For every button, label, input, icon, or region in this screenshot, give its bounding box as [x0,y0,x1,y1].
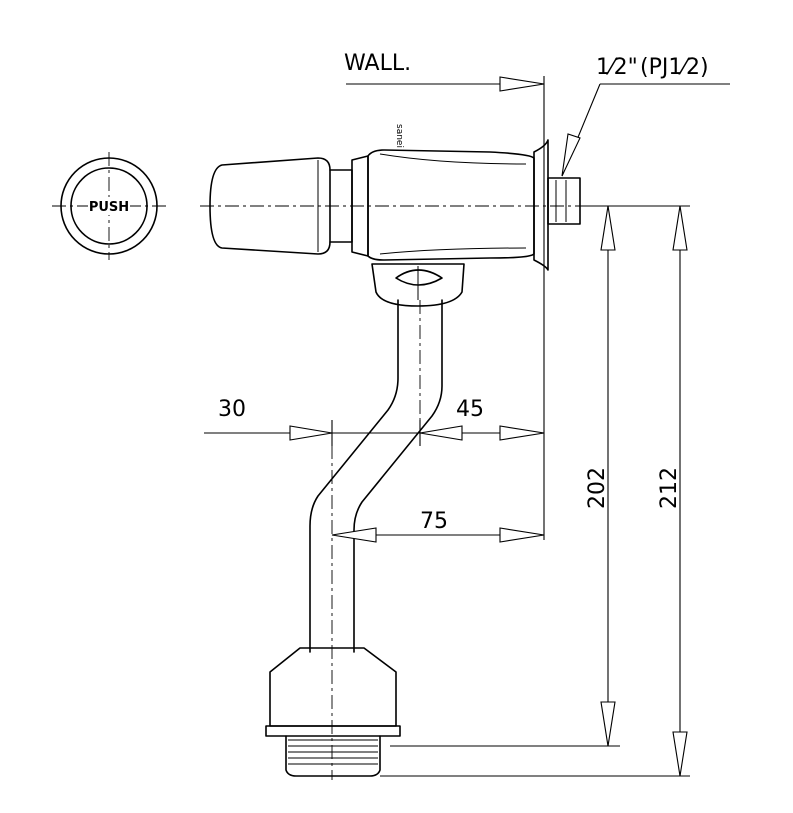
wall-label: WALL. [344,51,411,76]
dimension-45-label: 45 [456,397,484,422]
dimension-75-label: 75 [420,509,448,534]
union-nut [371,263,465,307]
brand-mark: sanei [394,124,404,148]
thread-size-label: 1⁄2" [596,55,638,80]
dimension-30-label: 30 [218,397,246,422]
dimension-30-45: 30 45 [204,397,545,446]
wall-reference: WALL. [344,51,545,540]
dimension-75: 75 [331,509,545,543]
dimension-212: 212 [380,205,690,777]
bottom-coupling [265,647,401,777]
thread-leader: 1⁄2" (PJ1⁄2) [561,55,730,177]
dimension-202: 202 [390,205,620,747]
thread-spec-label: (PJ1⁄2) [640,55,709,80]
dimension-202-label: 202 [585,467,610,509]
push-label: PUSH [89,200,129,215]
valve-body: sanei [367,124,581,271]
push-button-front-view: PUSH [52,152,166,260]
offset-pipe [309,299,443,780]
dimension-212-label: 212 [657,467,682,509]
